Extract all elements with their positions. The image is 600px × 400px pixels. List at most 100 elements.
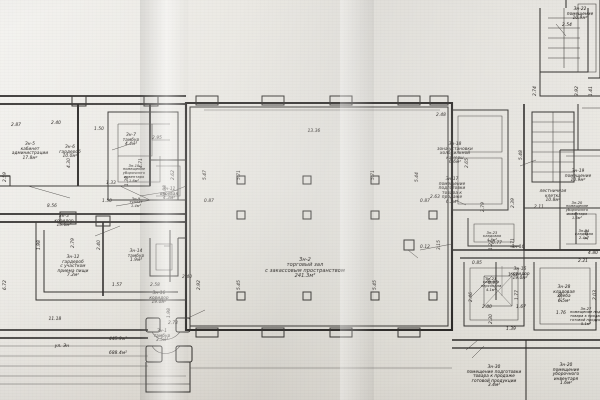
right-wing-walls [451,0,600,400]
dim-0.96: 0.96 [488,281,498,286]
dim-2.11: 2.11 [534,205,544,210]
dim-1.77: 1.77 [515,290,520,300]
dim-2.46: 2.46 [469,292,474,302]
dim-2.92: 2.92 [197,280,202,290]
dim-1.98: 1.98 [37,240,42,250]
street-label: ул. Эн [54,344,70,349]
dim-2.39: 2.39 [511,198,516,208]
dim-4.30: 4.30 [67,158,72,168]
dim-5.48: 5.48 [519,150,524,160]
dim-2.87: 2.87 [11,123,21,128]
dim-2.65: 2.65 [465,158,470,168]
dim-2.48: 2.48 [436,113,446,118]
dim-1.38: 1.38 [125,176,130,186]
leader-lines [27,23,567,319]
dim-2.79b: 2.79 [481,202,486,212]
dim-5.45b: 5.45 [237,280,242,290]
dim-2.00: 2.00 [482,305,492,310]
dimension-lines [0,109,452,385]
total-area-a: 445.9м² [109,337,127,342]
dim-1.33: 1.33 [106,181,116,186]
dim-5.71: 5.71 [237,170,242,180]
column-grid [236,175,438,301]
dim-1.50: 1.50 [94,127,104,132]
dim-2.62: 2.62 [171,170,176,180]
dim-2.58: 2.58 [150,283,160,288]
dim-1.22: 1.22 [489,240,494,250]
dim-2.21: 2.21 [578,259,588,264]
dim-1.50b: 1.50 [102,199,112,204]
dim-2.40b: 2.40 [182,275,192,280]
dim-2.73: 2.73 [168,321,178,326]
dim-11.18: 11.18 [48,317,62,322]
dim-3.92: 3.92 [575,86,580,96]
dim-1.67b: 1.67 [508,273,518,278]
trading-hall-walls [184,95,454,338]
dim-4.71: 4.71 [139,158,144,168]
dim-5.44: 5.44 [415,172,420,182]
dim-2.03: 2.03 [593,290,598,300]
dim-1.49: 1.49 [585,230,590,240]
dim-1.41: 1.41 [589,86,594,96]
dim-5.45: 5.45 [373,280,378,290]
dim-2.79: 2.79 [71,238,76,248]
dim-0.12: 0.12 [420,245,430,250]
dim-4.08: 4.08 [163,185,168,195]
dim-3.15: 3.15 [437,240,442,250]
dim-2.54: 2.54 [562,23,572,28]
dim-8.56: 8.56 [47,204,57,209]
dim-2.74: 2.74 [533,86,538,96]
dim-0.85: 0.85 [472,261,482,266]
dim-13.36: 13.36 [307,129,321,134]
dim-1.71: 1.71 [511,238,516,248]
dim-0.77: 0.77 [492,241,502,246]
dim-1.57: 1.57 [112,283,122,288]
dim-1.67: 1.67 [516,305,526,310]
dim-2.95: 2.95 [152,136,162,141]
dim-5.71b: 5.71 [371,170,376,180]
total-area-b: 688.4м² [109,351,127,356]
dim-2.40: 2.40 [51,121,61,126]
partition-cluster [164,230,419,282]
left-wing-walls [0,95,193,393]
dim-0.87: 0.87 [204,199,214,204]
dim-0.87b: 0.87 [420,199,430,204]
dim-2.59: 2.59 [3,172,8,182]
dim-5.47: 5.47 [203,170,208,180]
dim-2.30: 2.30 [489,314,494,324]
dim-1.98b: 1.98 [167,308,172,318]
dim-1.39: 1.39 [506,327,516,332]
dim-2.63: 2.63 [430,195,440,200]
dim-1.76: 1.76 [556,311,566,316]
dim-6.72: 6.72 [3,280,8,290]
dim-3.59: 3.59 [559,292,564,302]
